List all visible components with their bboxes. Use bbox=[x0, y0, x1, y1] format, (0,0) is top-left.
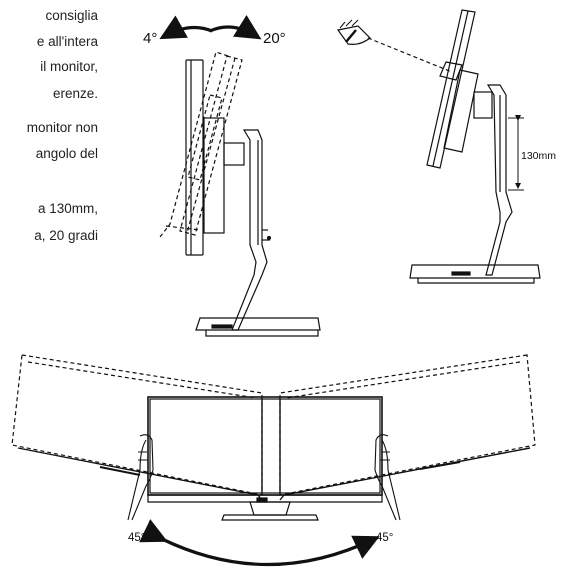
upright-panel bbox=[185, 59, 245, 256]
paragraph-line-6: angolo del bbox=[35, 146, 98, 161]
paragraph-line-7: a 130mm, bbox=[37, 201, 98, 216]
left-hand bbox=[127, 434, 154, 521]
height-label: 130mm bbox=[521, 150, 556, 162]
eye-icon bbox=[336, 19, 371, 45]
height-panel bbox=[426, 9, 493, 169]
swivel-diagram bbox=[11, 354, 536, 567]
paragraph-line-3: il monitor, bbox=[40, 59, 98, 74]
paragraph-line-5: monitor non bbox=[26, 120, 98, 135]
swivel-left-panel bbox=[11, 354, 263, 501]
paragraph-line-1: consiglia bbox=[45, 8, 98, 23]
sight-line bbox=[367, 37, 453, 73]
swivel-right-label: 45° bbox=[376, 532, 393, 544]
tilt-diagram bbox=[159, 14, 321, 337]
tilted-panel-dashed bbox=[159, 51, 243, 238]
tilt-back-label: 20° bbox=[263, 30, 286, 47]
height-diagram bbox=[336, 9, 541, 284]
paragraph-line-8: a, 20 gradi bbox=[34, 228, 98, 243]
swivel-left-label: 45° bbox=[128, 532, 145, 544]
height-dimension bbox=[508, 115, 524, 191]
tilt-back-arrow bbox=[209, 14, 262, 40]
tilt-forward-label: 4° bbox=[143, 30, 157, 47]
tilt-stand bbox=[195, 129, 321, 337]
tilt-forward-arrow bbox=[159, 15, 213, 40]
swivel-right-panel bbox=[279, 354, 536, 501]
paragraph-line-4: erenze. bbox=[52, 86, 98, 101]
swivel-front-panel bbox=[147, 396, 383, 521]
swivel-arrow bbox=[139, 519, 380, 567]
height-stand bbox=[409, 84, 541, 284]
right-hand bbox=[374, 434, 401, 521]
paragraph-line-2: e all'intera bbox=[36, 34, 98, 49]
